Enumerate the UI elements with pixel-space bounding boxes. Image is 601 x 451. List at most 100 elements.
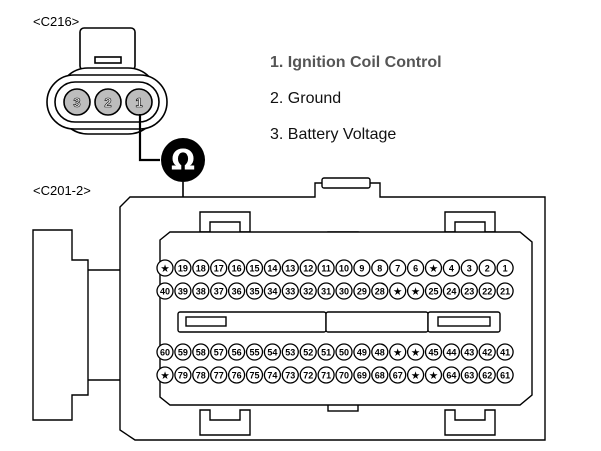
- c201-pin-31: 31: [317, 282, 335, 300]
- c201-pin-62: 62: [478, 366, 496, 384]
- c201-pin-11: 11: [317, 259, 335, 277]
- c201-pin-blank: ★: [156, 366, 174, 384]
- c201-pin-label: 7: [395, 263, 400, 273]
- c201-pin-label: 44: [446, 347, 456, 357]
- c201-pin-6: 6: [406, 259, 425, 277]
- c201-pin-label: 3: [467, 263, 472, 273]
- c201-pin-61: 61: [496, 366, 514, 384]
- probe-wire-c216: [138, 114, 160, 162]
- c201-pin-label: 23: [464, 286, 474, 296]
- c201-pin-35: 35: [245, 282, 264, 300]
- c201-pin-label: 4: [449, 263, 454, 273]
- c201-pin-71: 71: [317, 366, 335, 384]
- c201-pin-label: 56: [232, 347, 242, 357]
- c201-pin-label: 53: [285, 347, 295, 357]
- c201-pin-29: 29: [353, 282, 371, 300]
- c201-pin-label: 54: [267, 347, 277, 357]
- c201-pin-label: 9: [359, 263, 364, 273]
- c201-pin-72: 72: [299, 366, 317, 384]
- c201-pin-45: 45: [424, 343, 443, 361]
- c201-pin-label: 24: [446, 286, 456, 296]
- c201-pin-label: 18: [196, 263, 206, 273]
- c201-center-slots: [177, 311, 501, 333]
- c201-pin-label: 60: [160, 347, 170, 357]
- c201-pin-36: 36: [227, 282, 246, 300]
- c201-pin-8: 8: [371, 259, 389, 277]
- c201-pin-17: 17: [210, 259, 228, 277]
- c201-pin-41: 41: [496, 343, 514, 361]
- c201-pin-30: 30: [335, 282, 353, 300]
- c201-pin-58: 58: [192, 343, 210, 361]
- c201-pin-54: 54: [263, 343, 282, 361]
- c216-pin-2: 2: [94, 88, 122, 116]
- c201-pin-51: 51: [317, 343, 335, 361]
- c201-pin-label: 36: [232, 286, 242, 296]
- legend-item-2: 2. Ground: [270, 90, 342, 107]
- c201-pin-64: 64: [442, 366, 461, 384]
- c201-pin-34: 34: [263, 282, 282, 300]
- c201-pin-label: 19: [178, 263, 188, 273]
- c201-pin-label: 50: [339, 347, 349, 357]
- c216-pin-label: 1: [135, 95, 142, 110]
- c201-pin-label: 2: [485, 263, 490, 273]
- c201-pin-label: 70: [339, 370, 349, 380]
- c201-pin-blank: ★: [406, 282, 425, 300]
- c201-pin-56: 56: [227, 343, 246, 361]
- c201-pin-blank: ★: [424, 366, 443, 384]
- c201-pin-73: 73: [281, 366, 299, 384]
- c201-pin-label: 21: [500, 286, 510, 296]
- c201-pin-32: 32: [299, 282, 317, 300]
- c201-pin-39: 39: [174, 282, 192, 300]
- c201-pin-label: 58: [196, 347, 206, 357]
- c201-pin-blank: ★: [156, 259, 174, 277]
- c201-pin-label: 35: [249, 286, 259, 296]
- c201-pin-68: 68: [371, 366, 389, 384]
- c201-pin-28: 28: [371, 282, 389, 300]
- c201-pin-78: 78: [192, 366, 210, 384]
- c201-pin-42: 42: [478, 343, 496, 361]
- legend-item-3: 3. Battery Voltage: [270, 126, 397, 143]
- c201-pin-label: 8: [377, 263, 382, 273]
- c201-pin-label: 10: [339, 263, 349, 273]
- c216-pin-3: 3: [63, 88, 91, 116]
- c201-pin-57: 57: [210, 343, 228, 361]
- c201-pin-60: 60: [156, 343, 174, 361]
- c201-pin-52: 52: [299, 343, 317, 361]
- c201-pin-label: ★: [412, 347, 421, 357]
- c201-pin-label: 33: [285, 286, 295, 296]
- c201-pin-12: 12: [299, 259, 317, 277]
- c201-pin-label: 57: [214, 347, 224, 357]
- c201-pin-label: 13: [285, 263, 295, 273]
- c201-pin-4: 4: [442, 259, 461, 277]
- c201-pin-blank: ★: [406, 343, 425, 361]
- c201-pin-label: ★: [412, 286, 421, 296]
- c201-pin-2: 2: [478, 259, 496, 277]
- c201-pin-label: 48: [375, 347, 385, 357]
- c201-pin-blank: ★: [424, 259, 443, 277]
- c201-pin-label: 62: [482, 370, 492, 380]
- c201-pin-49: 49: [353, 343, 371, 361]
- c201-pin-3: 3: [460, 259, 478, 277]
- c201-pin-label: ★: [429, 370, 438, 380]
- c201-pin-label: 37: [214, 286, 224, 296]
- c201-pin-label: 34: [267, 286, 277, 296]
- c201-pin-1: 1: [496, 259, 514, 277]
- c201-pin-label: ★: [412, 370, 421, 380]
- c201-pin-label: ★: [394, 347, 403, 357]
- c201-pin-label: 63: [464, 370, 474, 380]
- c201-pin-label: 28: [375, 286, 385, 296]
- c201-pin-label: 69: [357, 370, 367, 380]
- c201-pin-label: 6: [413, 263, 418, 273]
- ohm-symbol: Ω: [171, 144, 195, 177]
- c201-pin-label: 25: [428, 286, 438, 296]
- c201-pin-69: 69: [353, 366, 371, 384]
- c201-pin-label: 39: [178, 286, 188, 296]
- c201-pin-label: 68: [375, 370, 385, 380]
- c201-pin-label: 67: [393, 370, 403, 380]
- c201-pin-43: 43: [460, 343, 478, 361]
- c216-pin-1: 1: [125, 88, 153, 116]
- c201-pin-23: 23: [460, 282, 478, 300]
- c201-pin-63: 63: [460, 366, 478, 384]
